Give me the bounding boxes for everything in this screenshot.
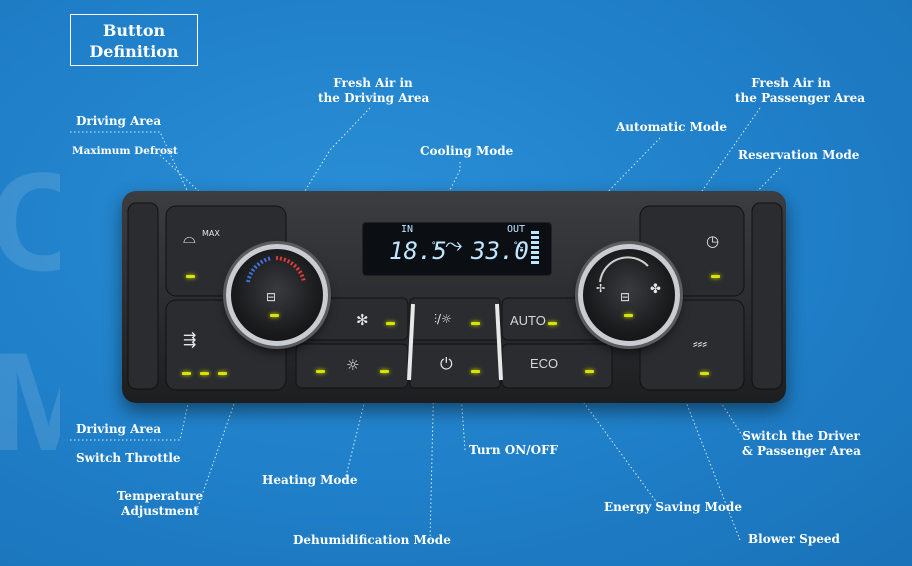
reservation-led bbox=[711, 275, 720, 278]
max-defrost-led bbox=[186, 275, 195, 278]
power-icon[interactable]: ⏻ bbox=[440, 354, 453, 373]
airflow-person-icon: ⤳ bbox=[445, 233, 463, 258]
label-temperature-adjustment-2: Adjustment bbox=[121, 504, 199, 518]
label-driving-area-top: Driving Area bbox=[76, 114, 162, 128]
auto-led bbox=[548, 322, 557, 325]
label-fresh-air-driving-2: the Driving Area bbox=[318, 91, 430, 105]
label-reservation-mode: Reservation Mode bbox=[738, 148, 860, 162]
label-energy-saving-mode: Energy Saving Mode bbox=[604, 500, 742, 514]
label-switch-driver-passenger: Switch the Driver & Passenger Area bbox=[742, 429, 861, 459]
lcd-out-temperature: 33.0 bbox=[471, 237, 529, 265]
svg-text:C: C bbox=[0, 150, 60, 300]
cooling-snowflake-icon[interactable]: ✻ bbox=[356, 311, 369, 329]
lcd-in-temperature: 18.5 bbox=[389, 237, 447, 265]
eco-led bbox=[585, 370, 594, 373]
label-driving-area-bottom: Driving Area bbox=[76, 422, 162, 436]
dehumidify-led bbox=[471, 322, 480, 325]
eco-button[interactable]: ECO bbox=[530, 356, 559, 371]
label-cooling-mode: Cooling Mode bbox=[420, 144, 514, 158]
label-fresh-air-driving: Fresh Air in the Driving Area bbox=[318, 76, 430, 106]
lcd-out-unit: °C bbox=[513, 241, 524, 251]
heating-sun-icon[interactable]: ☼ bbox=[346, 356, 360, 374]
label-switch-driver-2: & Passenger Area bbox=[742, 444, 861, 458]
title-line-2: Definition bbox=[89, 42, 179, 61]
heating-led-right bbox=[380, 370, 389, 373]
fresh-air-driving-icon[interactable]: ⊟ bbox=[266, 290, 277, 304]
throttle-led-3 bbox=[218, 372, 227, 375]
label-fresh-air-passenger-1: Fresh Air in bbox=[751, 76, 831, 90]
heating-led-left bbox=[316, 370, 325, 373]
label-fresh-air-passenger: Fresh Air in the Passenger Area bbox=[735, 76, 865, 106]
background-watermark: C M bbox=[0, 150, 60, 480]
lcd-out-label: OUT bbox=[507, 224, 526, 235]
label-blower-speed: Blower Speed bbox=[748, 532, 840, 546]
fan-low-icon: ✢ bbox=[596, 282, 606, 295]
fan-high-icon: ✤ bbox=[650, 282, 661, 297]
throttle-led-1 bbox=[182, 372, 191, 375]
label-turn-on-off: Turn ON/OFF bbox=[469, 443, 559, 457]
cooling-led bbox=[386, 322, 395, 325]
max-defrost-label: MAX bbox=[202, 229, 220, 238]
max-defrost-icon[interactable]: ⌓ bbox=[183, 228, 196, 247]
label-temperature-adjustment: Temperature Adjustment bbox=[112, 489, 208, 519]
label-fresh-air-driving-1: Fresh Air in bbox=[333, 76, 413, 90]
dehumidify-icon[interactable]: ⫶/☼ bbox=[434, 312, 452, 326]
temperature-knob[interactable] bbox=[226, 244, 328, 346]
label-maximum-defrost: Maximum Defrost bbox=[72, 145, 178, 157]
driver-passenger-switch-icon[interactable]: ⸗⸗⸗ bbox=[693, 336, 707, 352]
label-switch-throttle: Switch Throttle bbox=[76, 451, 181, 465]
fresh-air-driving-led bbox=[270, 314, 279, 317]
svg-text:M: M bbox=[0, 323, 60, 480]
reservation-clock-icon[interactable]: ◷ bbox=[706, 232, 720, 250]
blower-speed-knob[interactable] bbox=[578, 244, 680, 346]
label-switch-driver-1: Switch the Driver bbox=[742, 429, 860, 443]
driver-passenger-led bbox=[700, 372, 709, 375]
label-dehumidification-mode: Dehumidification Mode bbox=[293, 533, 451, 547]
fresh-air-passenger-led bbox=[624, 314, 633, 317]
lcd-in-label: IN bbox=[401, 224, 414, 235]
title-line-1: Button bbox=[102, 21, 166, 40]
power-led bbox=[471, 370, 480, 373]
auto-button[interactable]: AUTO bbox=[510, 313, 546, 328]
lcd-in-unit: °C bbox=[431, 241, 442, 251]
fresh-air-passenger-icon[interactable]: ⊟ bbox=[620, 290, 631, 304]
label-fresh-air-passenger-2: the Passenger Area bbox=[735, 91, 865, 105]
label-heating-mode: Heating Mode bbox=[262, 473, 358, 487]
label-temperature-adjustment-1: Temperature bbox=[116, 489, 204, 503]
fan-level-bar bbox=[531, 231, 539, 265]
throttle-led-2 bbox=[200, 372, 209, 375]
button-definition-title: Button Definition bbox=[70, 14, 198, 66]
lcd-display: IN OUT 18.5 °C ⤳ 33.0 °C bbox=[362, 222, 552, 276]
label-automatic-mode: Automatic Mode bbox=[616, 120, 727, 134]
driver-seat-airflow-icon[interactable]: ⇶ bbox=[183, 330, 197, 349]
